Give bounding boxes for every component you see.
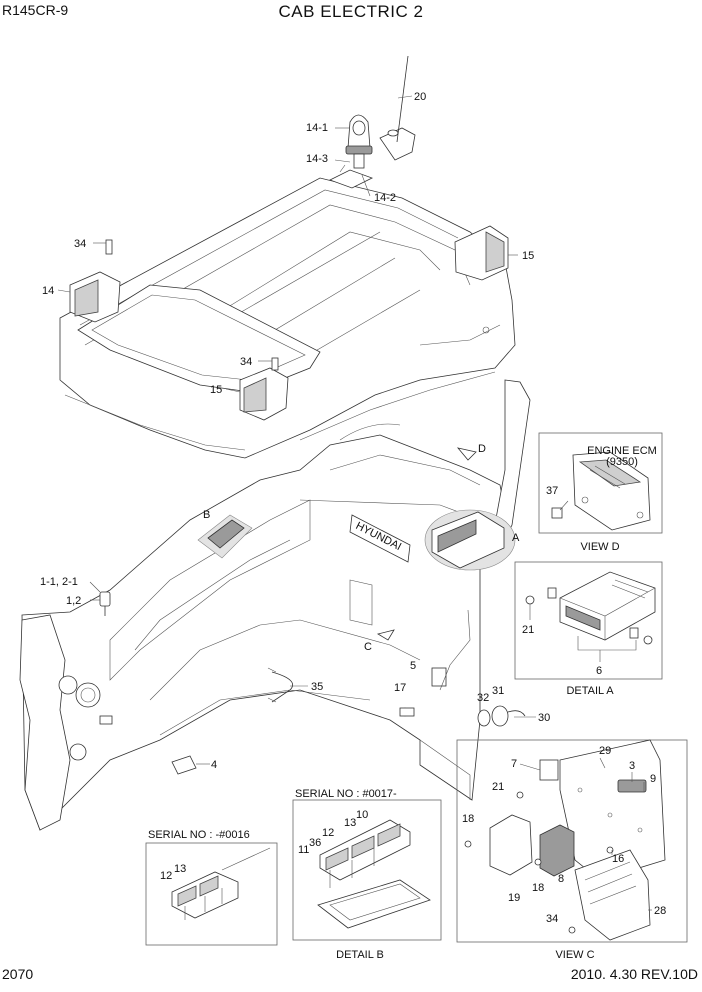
callout-17: 17: [394, 682, 406, 694]
work-lamp-rear: [454, 225, 509, 281]
beacon-lamp-assembly: [328, 55, 416, 189]
callout-detail-b-12: 12: [322, 827, 334, 839]
callout-28: 28: [654, 905, 666, 917]
callout-35: 35: [311, 681, 323, 693]
ecm-label: ENGINE ECM: [587, 445, 657, 457]
detail-b-serial: SERIAL NO : #0017-: [295, 788, 397, 800]
detail-a-caption: DETAIL A: [566, 685, 614, 697]
callout-18-left: 18: [462, 813, 474, 825]
ecm-code: (9350): [606, 456, 638, 468]
callout-29: 29: [599, 745, 611, 757]
callout-18-mid: 18: [532, 882, 544, 894]
view-c-panel: VIEW C: [456, 739, 688, 961]
callout-21-detail-a: 21: [522, 624, 534, 636]
leader-lines: [57, 95, 652, 911]
callout-labels: 20 14-1 14-3 14-2 34 14 15 34 15 D A B C…: [40, 91, 666, 925]
callout-32: 32: [477, 692, 489, 704]
callout-34-front: 34: [240, 356, 252, 368]
work-lamp-front: [239, 357, 289, 421]
callout-34-view-c: 34: [546, 913, 558, 925]
date-revision: 2010. 4.30 REV.10D: [570, 966, 698, 982]
callout-early-13: 13: [174, 863, 186, 875]
callout-detail-a: A: [512, 532, 520, 544]
callout-4: 4: [211, 759, 217, 771]
callout-detail-b-10: 10: [356, 809, 368, 821]
callout-8: 8: [558, 873, 564, 885]
callout-3: 3: [629, 760, 635, 772]
callout-early-12: 12: [160, 870, 172, 882]
callout-14: 14: [42, 285, 54, 297]
view-c-caption: VIEW C: [555, 949, 594, 961]
page-title: CAB ELECTRIC 2: [278, 2, 424, 21]
callout-1-1-2-1: 1-1, 2-1: [40, 576, 78, 588]
callout-5: 5: [410, 660, 416, 672]
loose-parts: [99, 447, 526, 775]
callout-detail-b-11: 11: [298, 844, 309, 856]
detail-a-panel: DETAIL A: [514, 561, 663, 697]
callout-view-d: D: [478, 443, 486, 455]
callout-14-2: 14-2: [374, 192, 396, 204]
callout-14-1: 14-1: [306, 122, 328, 134]
callout-15-rear: 15: [522, 250, 534, 262]
callout-20: 20: [414, 91, 426, 103]
callout-37: 37: [546, 485, 558, 497]
callout-19: 19: [508, 892, 520, 904]
cab-body: HYUNDAI: [19, 379, 531, 831]
callout-16: 16: [612, 853, 624, 865]
view-d-panel: ENGINE ECM (9350) VIEW D: [538, 432, 663, 553]
callout-1-2: 1,2: [66, 595, 81, 607]
callout-6: 6: [596, 665, 602, 677]
callout-9: 9: [650, 773, 656, 785]
callout-34-top: 34: [74, 238, 86, 250]
callout-14-3: 14-3: [306, 153, 328, 165]
view-d-caption: VIEW D: [580, 541, 619, 553]
early-switch-serial: SERIAL NO : -#0016: [148, 829, 250, 841]
model-code: R145CR-9: [2, 2, 69, 18]
detail-b-panel: SERIAL NO : #0017- DETAIL B: [292, 788, 442, 961]
callout-21-view-c: 21: [492, 781, 504, 793]
work-lamp-left: [69, 239, 121, 323]
page-number: 2070: [2, 966, 34, 982]
callout-detail-b: B: [203, 509, 210, 521]
early-switch-panel: SERIAL NO : -#0016: [145, 829, 278, 946]
callout-detail-b-13: 13: [344, 817, 356, 829]
cab-roof: [59, 177, 516, 459]
callout-view-c: C: [364, 641, 372, 653]
callout-detail-b-36: 36: [309, 837, 321, 849]
callout-30: 30: [538, 712, 550, 724]
detail-b-caption: DETAIL B: [336, 949, 384, 961]
callout-15-front: 15: [210, 384, 222, 396]
callout-31: 31: [492, 685, 504, 697]
callout-7: 7: [511, 758, 517, 770]
